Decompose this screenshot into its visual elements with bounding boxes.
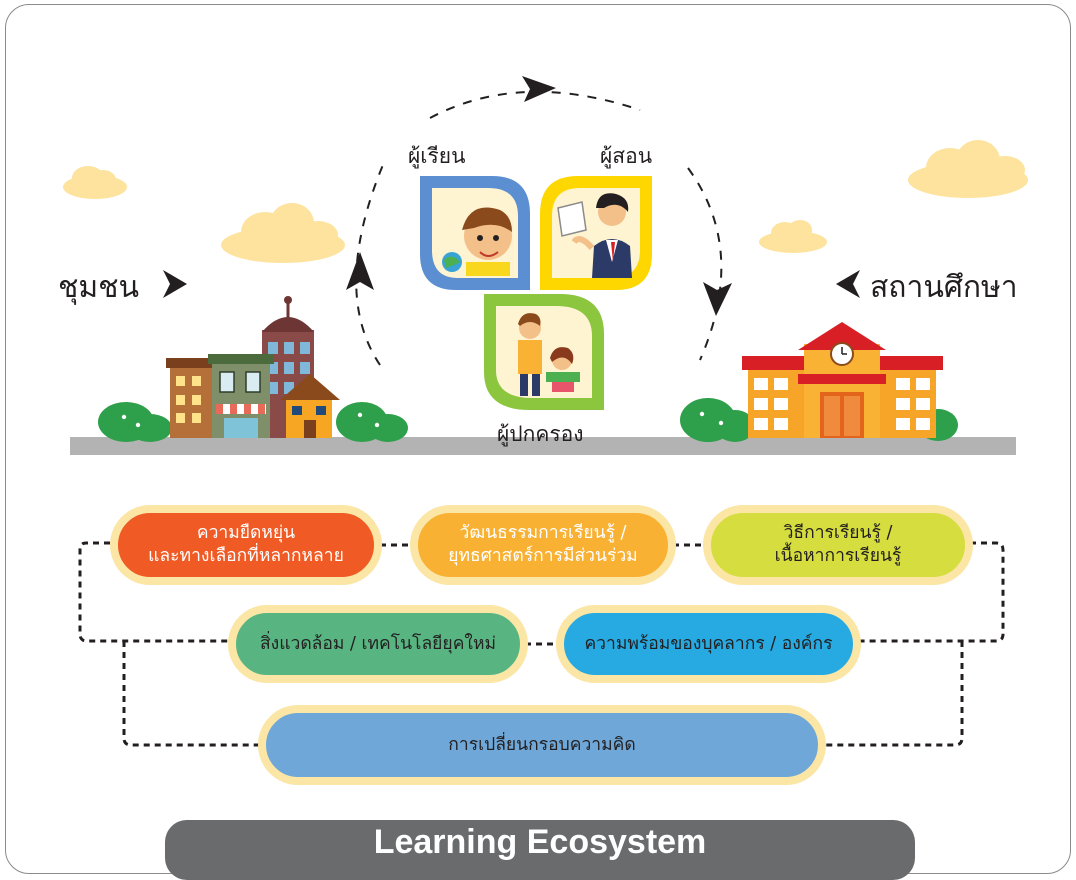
ground-line	[70, 437, 1016, 455]
teacher-label: ผู้สอน	[600, 144, 653, 168]
parent-leaf	[484, 294, 604, 410]
factor-personnel-readiness: ความพร้อมของบุคลากร / องค์กร	[556, 605, 861, 683]
factor-learning-method: วิธีการเรียนรู้ / เนื้อหาการเรียนรู้	[703, 505, 973, 585]
bush-icon	[680, 398, 755, 442]
factor-learning-culture-line-1: วัฒนธรรมการเรียนรู้ /	[459, 523, 627, 543]
factor-mindset-shift-text: การเปลี่ยนกรอบความคิด	[448, 734, 636, 755]
learner-leaf	[420, 176, 530, 290]
bush-icon	[336, 402, 408, 442]
bush-icon	[98, 402, 172, 442]
factor-flexibility-line-1: ความยืดหยุ่น	[196, 523, 296, 543]
factor-flexibility: ความยืดหยุ่นและทางเลือกที่หลากหลาย	[110, 505, 382, 585]
learner-label: ผู้เรียน	[408, 144, 466, 168]
cloud-icon	[221, 203, 345, 263]
cloud-icon	[63, 166, 127, 199]
factor-learning-method-line-2: เนื้อหาการเรียนรู้	[774, 546, 902, 566]
ecosystem-illustration	[63, 76, 1028, 747]
factor-learning-method-line-1: วิธีการเรียนรู้ /	[783, 523, 893, 543]
arrow-up-icon	[346, 252, 374, 290]
factor-connectors	[78, 541, 1005, 747]
factor-environment-technology: สิ่งแวดล้อม / เทคโนโลยียุคใหม่	[228, 605, 528, 683]
factor-personnel-readiness-text: ความพร้อมของบุคลากร / องค์กร	[584, 633, 833, 654]
arrow-right-icon	[163, 270, 187, 298]
community-buildings-icon	[166, 296, 340, 438]
arrow-left-icon	[836, 270, 860, 298]
cloud-icon	[759, 220, 827, 253]
arrow-right-icon	[522, 76, 556, 102]
factor-mindset-shift: การเปลี่ยนกรอบความคิด	[258, 705, 826, 785]
cloud-icon	[908, 140, 1028, 198]
footer-title: Learning Ecosystem	[373, 823, 707, 861]
factor-flexibility-line-2: และทางเลือกที่หลากหลาย	[148, 546, 344, 566]
school-label: สถานศึกษา	[870, 270, 1018, 305]
parent-label: ผู้ปกครอง	[497, 422, 584, 446]
factor-learning-culture: วัฒนธรรมการเรียนรู้ / ยุทธศาสตร์การมีส่วน…	[410, 505, 676, 585]
teacher-leaf	[540, 176, 652, 290]
arrow-down-icon	[703, 282, 732, 316]
community-label: ชุมชน	[58, 270, 140, 305]
footer-title-bar: Learning Ecosystem	[165, 820, 915, 880]
factor-learning-culture-line-2: ยุทธศาสตร์การมีส่วนร่วม	[448, 546, 638, 566]
school-building-icon	[742, 322, 943, 438]
factor-environment-technology-text: สิ่งแวดล้อม / เทคโนโลยียุคใหม่	[259, 633, 497, 654]
